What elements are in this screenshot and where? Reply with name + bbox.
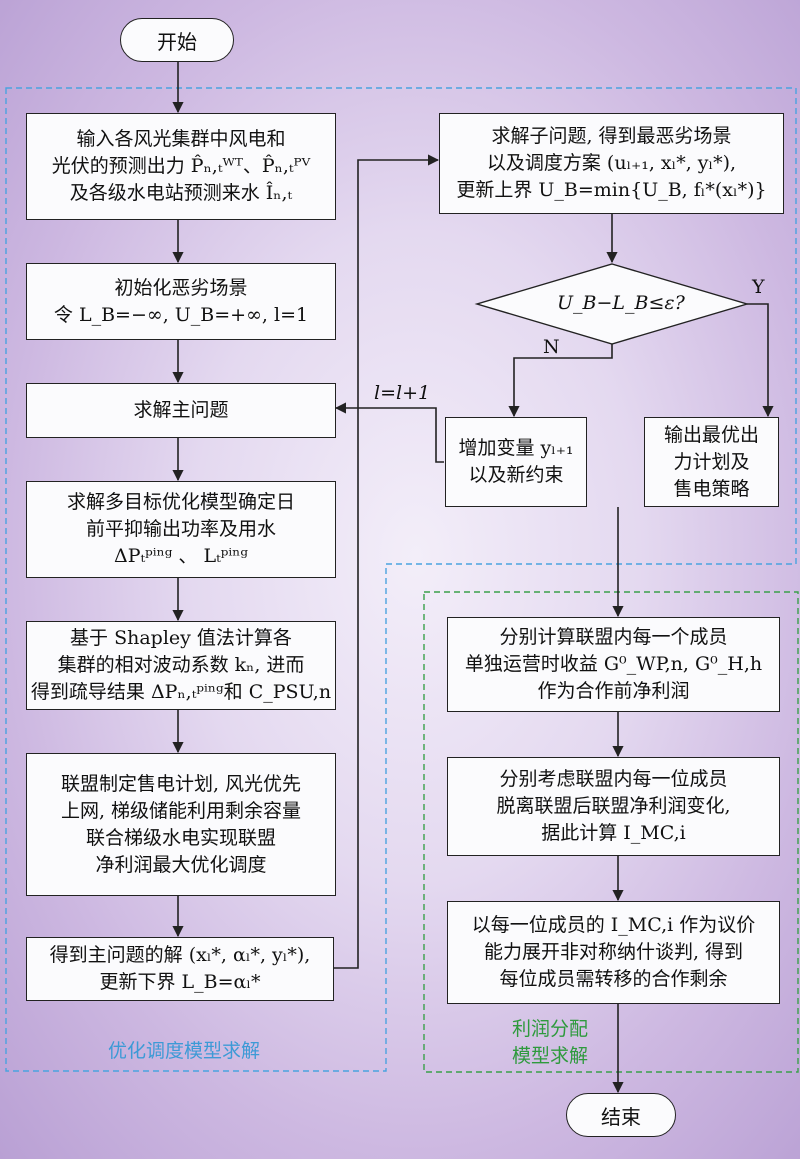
edge-addvar-master [334, 402, 444, 463]
alliance-line-3: 联合梯级水电实现联盟 [85, 826, 276, 849]
input-line-3: 及各级水电站预测来水 Îₙ,ₜ [69, 182, 293, 204]
consider-line-3: 据此计算 I_MC,i [541, 822, 686, 844]
init-line-1: 初始化恶劣场景 [114, 276, 248, 299]
no-label: N [543, 336, 560, 358]
yes-label: Y [752, 276, 765, 298]
multi-line-3: ΔPₜᵖⁱⁿᵍ 、 Lₜᵖⁱⁿᵍ [113, 545, 249, 567]
master-line-1: 求解主问题 [133, 399, 229, 421]
region-optimization-border [5, 87, 797, 1072]
loop-label: l=l+1 [374, 382, 431, 404]
input-line-1: 输入各风光集群中风电和 [76, 128, 286, 150]
region-profit-label-1: 利润分配 [512, 1018, 589, 1040]
consider-line-1: 分别考虑联盟内每一位成员 [499, 768, 728, 790]
edge-decision-addvar [508, 344, 613, 418]
multi-objective-box: 求解多目标优化模型确定日 前平抑输出功率及用水 ΔPₜᵖⁱⁿᵍ 、 Lₜᵖⁱⁿᵍ [26, 481, 336, 578]
add-variable-box: 增加变量 yₗ₊₁ 以及新约束 [445, 417, 587, 507]
negotiate-box: 以每一位成员的 I_MC,i 作为议价 能力展开非对称纳什谈判, 得到 每位成员… [447, 901, 780, 1004]
input-box: 输入各风光集群中风电和 光伏的预测出力 P̂ₙ,ₜᵂᵀ、P̂ₙ,ₜᴾⱽ 及各级水… [26, 113, 336, 220]
output-line-3: 售电策略 [673, 477, 750, 500]
master-box: 求解主问题 [26, 383, 336, 438]
master-solution-box: 得到主问题的解 (xₗ*, αₗ*, yₗ*), 更新下界 L_B=αₗ* [26, 937, 334, 1001]
region-profit-label-2: 模型求解 [512, 1045, 589, 1067]
output-line-1: 输出最优出 [663, 423, 759, 446]
alliance-line-2: 上网, 梯级储能利用剩余容量 [60, 799, 302, 822]
sub-line-3: 更新上界 U_B=min{U_B, fₗ*(xₗ*)} [456, 179, 767, 201]
multi-line-2: 前平抑输出功率及用水 [85, 518, 276, 540]
mastersol-line-1: 得到主问题的解 (xₗ*, αₗ*, yₗ*), [49, 944, 311, 966]
calc-line-3: 作为合作前净利润 [537, 680, 690, 702]
alliance-line-1: 联盟制定售电计划, 风光优先 [60, 772, 302, 795]
init-line-2: 令 L_B=−∞, U_B=+∞, l=1 [53, 303, 309, 326]
edge-mastersol-sub [334, 154, 440, 969]
consider-box: 分别考虑联盟内每一位成员 脱离联盟后联盟净利润变化, 据此计算 I_MC,i [447, 757, 780, 856]
calc-line-1: 分别计算联盟内每一个成员 [499, 626, 728, 648]
input-line-2: 光伏的预测出力 P̂ₙ,ₜᵂᵀ、P̂ₙ,ₜᴾⱽ [51, 155, 311, 177]
start-label: 开始 [157, 29, 197, 54]
calc-line-2: 单独运营时收益 G⁰_WP,n, G⁰_H,h [464, 653, 763, 675]
decision-label: U_B−L_B≤ε? [557, 292, 685, 314]
shapley-line-3: 得到疏导结果 ΔPₙ,ₜᵖⁱⁿᵍ和 C_PSU,n [30, 681, 332, 703]
shapley-line-2: 集群的相对波动系数 kₙ, 进而 [57, 654, 305, 676]
shapley-line-1: 基于 Shapley 值法计算各 [70, 627, 292, 649]
calc-each-box: 分别计算联盟内每一个成员 单独运营时收益 G⁰_WP,n, G⁰_H,h 作为合… [447, 617, 780, 712]
edge-decision-output [747, 303, 774, 418]
consider-line-2: 脱离联盟后联盟净利润变化, [496, 795, 731, 817]
addvar-line-2: 以及新约束 [468, 464, 564, 486]
subproblem-box: 求解子问题, 得到最恶劣场景 以及调度方案 (uₗ₊₁, xₗ*, yₗ*), … [439, 113, 784, 214]
addvar-line-1: 增加变量 yₗ₊₁ [458, 437, 574, 459]
sub-line-1: 求解子问题, 得到最恶劣场景 [491, 125, 732, 147]
region-optimization-label: 优化调度模型求解 [108, 1040, 261, 1062]
alliance-line-4: 净利润最大优化调度 [95, 853, 267, 876]
output-line-2: 力计划及 [673, 450, 750, 473]
init-box: 初始化恶劣场景 令 L_B=−∞, U_B=+∞, l=1 [26, 263, 336, 340]
end-terminal: 结束 [566, 1093, 676, 1137]
end-label: 结束 [601, 1104, 641, 1129]
negotiate-line-2: 能力展开非对称纳什谈判, 得到 [483, 941, 744, 963]
alliance-box: 联盟制定售电计划, 风光优先 上网, 梯级储能利用剩余容量 联合梯级水电实现联盟… [26, 753, 336, 896]
shapley-box: 基于 Shapley 值法计算各 集群的相对波动系数 kₙ, 进而 得到疏导结果… [26, 621, 336, 710]
region-profit-border [423, 591, 799, 1073]
multi-line-1: 求解多目标优化模型确定日 [66, 491, 295, 513]
output-box: 输出最优出 力计划及 售电策略 [644, 417, 779, 507]
sub-line-2: 以及调度方案 (uₗ₊₁, xₗ*, yₗ*), [486, 152, 737, 174]
negotiate-line-3: 每位成员需转移的合作剩余 [499, 968, 728, 990]
negotiate-line-1: 以每一位成员的 I_MC,i 作为议价 [471, 914, 756, 936]
mastersol-line-2: 更新下界 L_B=αₗ* [99, 971, 261, 993]
start-terminal: 开始 [120, 18, 234, 62]
